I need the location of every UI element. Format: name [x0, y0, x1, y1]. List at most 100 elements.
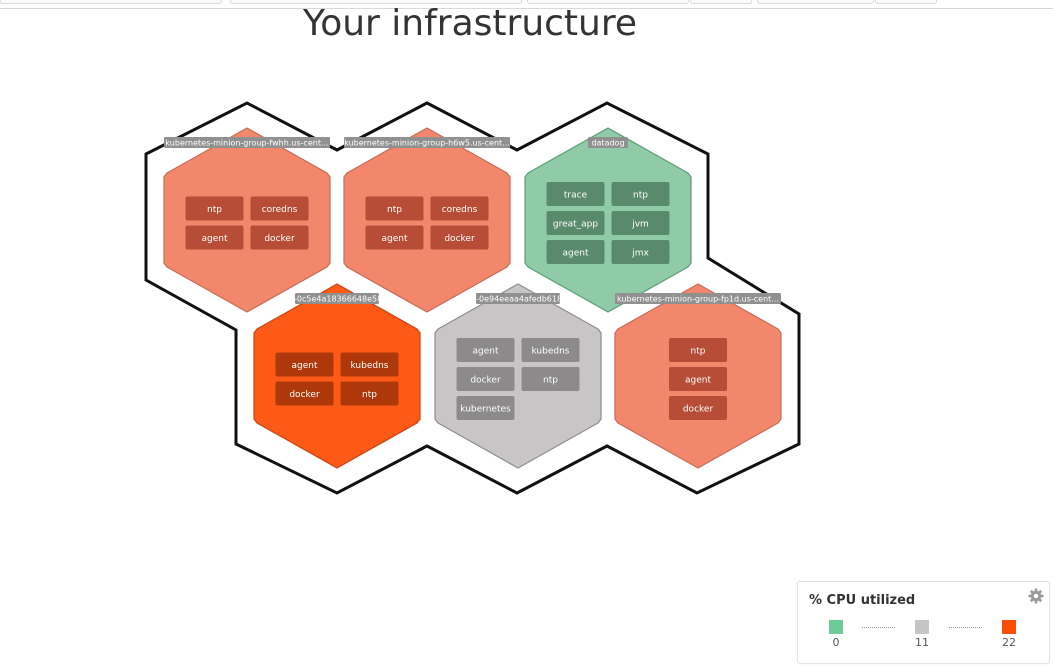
app-pill[interactable]: jmx: [611, 240, 670, 264]
app-pill-bg: [275, 381, 334, 406]
app-pill-label: coredns: [442, 205, 478, 215]
app-pill[interactable]: kubernetes: [456, 396, 515, 420]
app-pill[interactable]: coredns: [250, 196, 309, 221]
app-pill-label: trace: [564, 191, 588, 201]
app-pill-bg: [669, 367, 727, 391]
app-pill-bg: [669, 338, 727, 362]
host-name-tag: [295, 293, 379, 304]
app-pill[interactable]: docker: [430, 225, 489, 250]
top-tab[interactable]: [757, 0, 874, 4]
app-pill[interactable]: trace: [546, 182, 605, 206]
app-pill[interactable]: docker: [456, 367, 515, 391]
app-pill[interactable]: ntp: [365, 196, 424, 221]
app-pill-label: docker: [289, 390, 320, 400]
app-pill-label: agent: [473, 347, 499, 357]
app-pill-label: kubedns: [532, 347, 570, 357]
app-pill[interactable]: agent: [365, 225, 424, 250]
app-pill-label: ntp: [633, 191, 648, 201]
host-hexagon-shape: [343, 127, 511, 313]
app-pill[interactable]: coredns: [430, 196, 489, 221]
app-pill-bg: [611, 211, 670, 235]
top-tab[interactable]: [230, 0, 522, 4]
host-name-tag: [164, 137, 330, 148]
app-pill-label: great_app: [553, 220, 599, 230]
app-pill-bg: [546, 211, 605, 235]
legend-swatch-high: [1002, 620, 1016, 634]
app-pill-bg: [185, 225, 244, 250]
app-pill-label: ntp: [691, 347, 706, 357]
app-pill[interactable]: ntp: [521, 367, 580, 391]
app-pill[interactable]: ntp: [669, 338, 727, 362]
app-pill[interactable]: kubedns: [521, 338, 580, 362]
app-pill-bg: [185, 196, 244, 221]
app-pill-label: jmx: [631, 249, 649, 259]
legend-label-low: 0: [832, 636, 840, 649]
app-pill[interactable]: docker: [275, 381, 334, 406]
legend-label-mid: 11: [915, 636, 929, 649]
host-hexagon-shape: [524, 127, 692, 313]
app-pill[interactable]: great_app: [546, 211, 605, 235]
app-pill-label: ntp: [543, 376, 558, 386]
app-pill-bg: [521, 338, 580, 362]
app-pill[interactable]: agent: [456, 338, 515, 362]
host-hexagon[interactable]: datadog trace ntp great_app jvm agent jmx: [524, 127, 692, 313]
host-name: datadog: [591, 139, 624, 148]
app-pill-bg: [340, 352, 399, 377]
host-name: kubernetes-minion-group-h6w5.us-cent...: [344, 139, 510, 148]
host-name-tag: [588, 137, 628, 148]
app-pill[interactable]: kubedns: [340, 352, 399, 377]
gear-icon[interactable]: [1028, 588, 1044, 604]
app-pill-label: ntp: [387, 205, 402, 215]
app-pill-label: kubernetes: [460, 405, 511, 415]
app-pill-bg: [546, 240, 605, 264]
app-pill[interactable]: docker: [250, 225, 309, 250]
app-pill[interactable]: jvm: [611, 211, 670, 235]
app-pill[interactable]: ntp: [185, 196, 244, 221]
cpu-legend: % CPU utilized 0 11 22: [797, 581, 1050, 664]
app-pill[interactable]: ntp: [340, 381, 399, 406]
top-tab[interactable]: [527, 0, 689, 4]
legend-divider: [862, 627, 895, 628]
host-hexagon[interactable]: i-0e94eeaa4afedb618 agent kubedns docker ntp…: [434, 283, 602, 469]
top-tab[interactable]: [875, 0, 937, 4]
app-pill-bg: [611, 240, 670, 264]
host-name-tag: [476, 293, 560, 304]
app-pill-bg: [365, 196, 424, 221]
app-pill-label: kubedns: [351, 361, 389, 371]
app-pill-bg: [250, 225, 309, 250]
top-tab-strip: [0, 0, 1053, 9]
app-pill[interactable]: agent: [185, 225, 244, 250]
app-pill[interactable]: docker: [669, 396, 727, 420]
app-pill-label: docker: [683, 405, 714, 415]
app-pill[interactable]: agent: [546, 240, 605, 264]
host-name: i-0e94eeaa4afedb618: [474, 295, 562, 304]
host-hexagon[interactable]: kubernetes-minion-group-h6w5.us-cent... n…: [343, 127, 511, 313]
top-tab[interactable]: [0, 0, 222, 4]
legend-title: % CPU utilized: [809, 593, 916, 608]
app-pill-label: docker: [264, 234, 295, 244]
host-name: kubernetes-minion-group-fp1d.us-cent...: [617, 295, 779, 304]
host-hexagon-shape: [434, 283, 602, 469]
app-pill[interactable]: ntp: [611, 182, 670, 206]
app-pill-bg: [546, 182, 605, 206]
app-pill-label: agent: [202, 234, 228, 244]
app-pill-bg: [456, 338, 515, 362]
app-pill-label: agent: [563, 249, 589, 259]
app-pill-bg: [521, 367, 580, 391]
app-pill-bg: [669, 396, 727, 420]
legend-swatch-low: [829, 620, 843, 634]
app-pill[interactable]: agent: [669, 367, 727, 391]
app-pill-label: agent: [292, 361, 318, 371]
app-pill-label: coredns: [262, 205, 298, 215]
host-hexagon[interactable]: kubernetes-minion-group-fp1d.us-cent... n…: [614, 283, 782, 469]
host-hexagon-shape: [253, 283, 421, 469]
app-pill[interactable]: agent: [275, 352, 334, 377]
app-pill-bg: [456, 396, 515, 420]
app-pill-bg: [430, 225, 489, 250]
app-pill-label: ntp: [362, 390, 377, 400]
host-hexagon[interactable]: kubernetes-minion-group-fwhh.us-cent...n…: [163, 127, 331, 313]
app-pill-label: ntp: [207, 205, 222, 215]
top-tab[interactable]: [690, 0, 752, 4]
